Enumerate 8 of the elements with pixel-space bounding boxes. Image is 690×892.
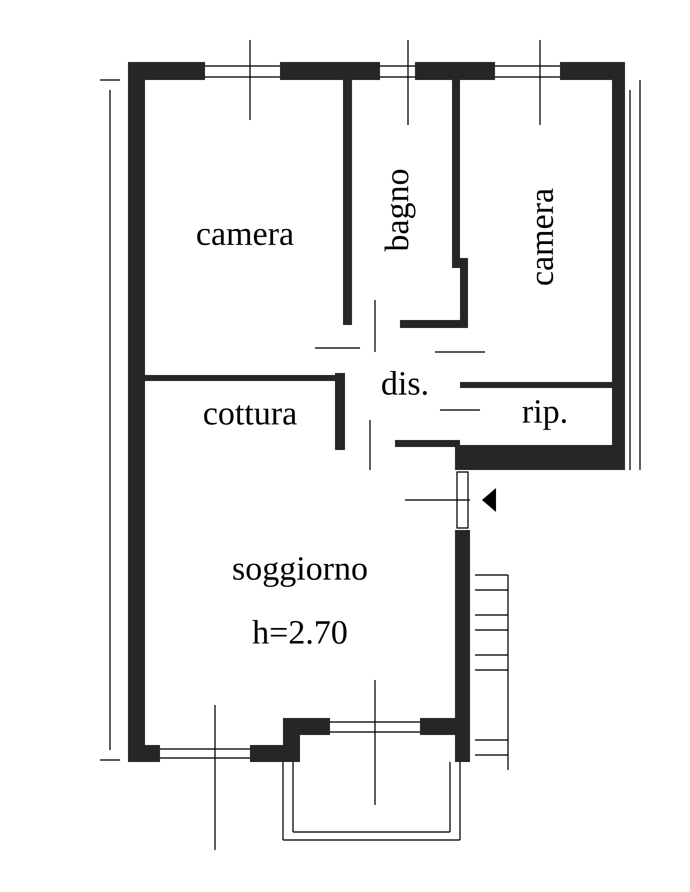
room-label: dis. <box>382 370 427 396</box>
room-label: rip. <box>522 400 566 430</box>
room-label: bagno <box>384 170 416 252</box>
height-label: h=2.70 <box>252 620 347 644</box>
room-label: camera <box>536 188 554 285</box>
room-label: cottura <box>204 405 297 425</box>
room-label: camera <box>197 228 294 246</box>
room-label: soggiorno <box>233 557 367 587</box>
